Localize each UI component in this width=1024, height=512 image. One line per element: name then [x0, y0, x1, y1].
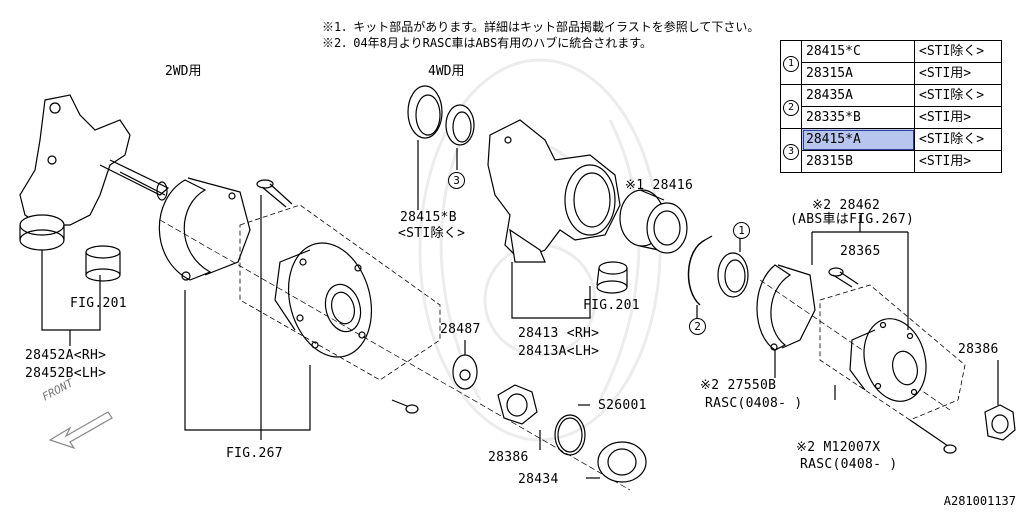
part-note: <STI除く> — [914, 84, 1002, 107]
group-3: 3 — [780, 128, 802, 173]
part-number-link[interactable]: 28415*C — [801, 40, 915, 63]
bushing-fig201-left[interactable] — [85, 245, 121, 282]
bolt-m12007x[interactable] — [909, 419, 957, 454]
group-1: 1 — [780, 40, 802, 85]
part-number-link[interactable]: 28335*B — [801, 106, 915, 129]
header-2wd: 2WD用 — [165, 64, 202, 79]
table-row: 28335*B <STI用> — [781, 106, 1002, 129]
callout-2[interactable]: 2 — [689, 318, 706, 335]
label-28462[interactable]: ※2 28462 — [812, 198, 881, 213]
hub-left[interactable] — [274, 234, 384, 367]
catalog-id: A281001137 — [943, 494, 1016, 508]
label-28386-right[interactable]: 28386 — [958, 342, 999, 357]
seal-callout3[interactable] — [445, 104, 475, 146]
part-number-link[interactable]: 28435A — [801, 84, 915, 107]
label-28452b[interactable]: 28452B<LH> — [25, 366, 107, 381]
label-28365[interactable]: 28365 — [840, 244, 881, 259]
part-number-link[interactable]: 28315B — [801, 150, 915, 173]
label-fig201-mid[interactable]: FIG.201 — [583, 298, 640, 313]
seal-callout1[interactable] — [717, 252, 749, 298]
nut-28386-mid[interactable] — [497, 384, 538, 425]
part-number-link-selected[interactable]: 28415*A — [801, 128, 915, 151]
label-28415b-note: <STI除く> — [398, 226, 466, 241]
hub-bolt-bottom[interactable] — [391, 399, 419, 414]
knuckle-2wd[interactable] — [19, 94, 170, 251]
label-fig201-left[interactable]: FIG.201 — [70, 296, 127, 311]
part-number-link[interactable]: 28315A — [801, 62, 915, 85]
note-kit-parts: ※1．キット部品があります。詳細はキット部品掲載イラストを参照して下さい。 — [322, 20, 760, 34]
table-row: 1 28415*C <STI除く> — [780, 40, 1002, 85]
part-note: <STI除く> — [914, 128, 1002, 151]
tone-ring-right[interactable] — [756, 264, 816, 351]
label-27550b[interactable]: ※2 27550B — [700, 378, 777, 393]
snap-ring[interactable] — [687, 235, 713, 306]
part-note: <STI用> — [914, 150, 1002, 173]
label-fig267[interactable]: FIG.267 — [226, 446, 283, 461]
note-rasc-hub: ※2．04年8月よりRASC車はABS有用のハブに統合されます。 — [322, 36, 653, 50]
bolt-28365[interactable] — [828, 267, 859, 288]
group-2: 2 — [780, 84, 802, 129]
callout-3[interactable]: 3 — [448, 172, 465, 189]
label-28413[interactable]: 28413 <RH> — [518, 326, 600, 341]
cap-28434[interactable] — [597, 441, 647, 483]
callout-1[interactable]: 1 — [733, 222, 750, 239]
table-row: 28315A <STI用> — [781, 62, 1002, 85]
group-number: 3 — [783, 144, 799, 160]
bearing-28416[interactable] — [619, 189, 688, 254]
group-number: 2 — [783, 100, 799, 116]
knuckle-4wd[interactable] — [487, 119, 621, 263]
label-28386-mid[interactable]: 28386 — [488, 450, 529, 465]
label-28416[interactable]: ※1 28416 — [625, 178, 694, 193]
table-row: 2 28435A <STI除く> — [780, 84, 1002, 129]
table-row: 28315B <STI用> — [781, 150, 1002, 173]
group-number: 1 — [783, 56, 799, 72]
seal-s26001[interactable] — [554, 414, 586, 456]
front-arrow — [48, 411, 113, 450]
nut-28386-right[interactable] — [984, 404, 1016, 441]
hub-right[interactable] — [849, 312, 935, 409]
label-28452a[interactable]: 28452A<RH> — [25, 348, 107, 363]
tone-ring-left[interactable] — [158, 177, 251, 281]
label-s26001[interactable]: S26001 — [598, 398, 647, 413]
part-note: <STI用> — [914, 106, 1002, 129]
seal-28415b[interactable] — [407, 85, 443, 139]
label-m12007x[interactable]: ※2 M12007X — [796, 440, 881, 455]
hub-bolt-top[interactable] — [256, 179, 293, 208]
part-note: <STI除く> — [914, 40, 1002, 63]
label-28434[interactable]: 28434 — [518, 472, 559, 487]
label-m12007x-note: RASC(0408- ) — [800, 457, 898, 472]
header-4wd: 4WD用 — [428, 64, 465, 79]
label-27550b-note: RASC(0408- ) — [705, 396, 803, 411]
label-28415b[interactable]: 28415*B — [400, 210, 457, 225]
table-row: 3 28415*A <STI除く> — [780, 128, 1002, 173]
bushing-fig201-mid[interactable] — [596, 261, 628, 294]
label-28413a[interactable]: 28413A<LH> — [518, 344, 600, 359]
part-note: <STI用> — [914, 62, 1002, 85]
reference-table: 1 28415*C <STI除く> 28315A <STI用> 2 28435A… — [780, 40, 1002, 173]
washer-28487[interactable] — [452, 354, 478, 390]
label-28462-note: (ABS車はFIG.267) — [790, 212, 915, 227]
label-28487[interactable]: 28487 — [440, 322, 481, 337]
